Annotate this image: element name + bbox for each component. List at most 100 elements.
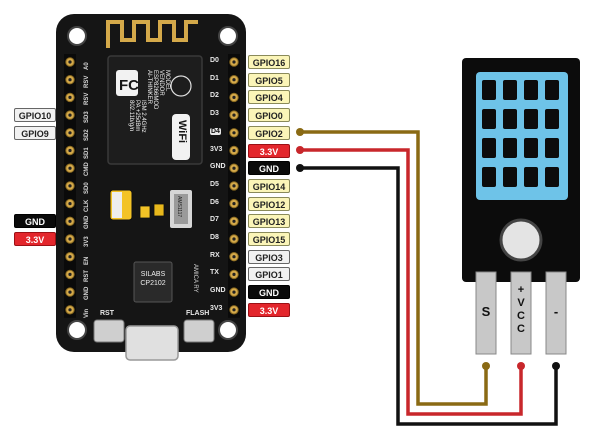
sensor-window bbox=[476, 72, 568, 200]
ground-wire-end bbox=[552, 362, 560, 370]
gpio-tag: GPIO16 bbox=[248, 55, 290, 69]
flash-button[interactable] bbox=[183, 319, 215, 343]
gpio-tag: GPIO5 bbox=[248, 72, 290, 87]
left-pin-label: CLK bbox=[84, 199, 90, 212]
gpio-tag: GPIO12 bbox=[248, 196, 290, 211]
header-pad-hole bbox=[232, 113, 236, 117]
left-pin-label: EN bbox=[84, 256, 90, 265]
sensor-grid-slot bbox=[545, 138, 559, 158]
dht-sensor bbox=[462, 58, 580, 355]
power-wire bbox=[302, 148, 523, 416]
left-pin-header bbox=[64, 54, 76, 318]
sensor-pin-vcc bbox=[510, 271, 532, 355]
header-pad-hole bbox=[68, 255, 72, 259]
usb-chip-line-1: CP2102 bbox=[140, 280, 166, 287]
sensor-grid-slot bbox=[482, 80, 496, 100]
module-line-4: ISM 2.4GHz bbox=[140, 100, 146, 133]
left-pin-label: A0 bbox=[84, 62, 90, 70]
module-line-1: VENDOR bbox=[158, 70, 164, 96]
left-pin-label: SD3 bbox=[84, 111, 90, 124]
left-pin-label: RSV bbox=[84, 75, 90, 88]
sensor-grid bbox=[482, 80, 559, 187]
right-pin-label: GND bbox=[210, 163, 226, 171]
usb-chip-line-0: SILABS bbox=[140, 271, 166, 278]
header-pad-hole bbox=[68, 202, 72, 206]
sensor-grid-slot bbox=[545, 167, 559, 187]
header-pad-hole bbox=[232, 184, 236, 188]
header-pad-hole bbox=[232, 219, 236, 223]
left-pin-label: Vin bbox=[84, 308, 90, 318]
header-pad-hole bbox=[68, 237, 72, 241]
gpio-tag: 3.3V bbox=[248, 143, 290, 158]
reset-button[interactable] bbox=[93, 319, 125, 343]
header-pad-hole bbox=[232, 95, 236, 99]
header-pad-hole bbox=[232, 131, 236, 135]
fc-logo-box bbox=[116, 70, 138, 96]
header-pad-hole bbox=[68, 113, 72, 117]
fc-circle bbox=[170, 75, 192, 97]
left-gpio-tag: GND bbox=[14, 214, 56, 229]
mount-hole-br bbox=[218, 320, 238, 340]
sensor-pin-s bbox=[475, 271, 497, 355]
power-wire-end bbox=[517, 362, 525, 370]
ground-wire-start bbox=[296, 164, 304, 172]
right-pin-label: D2 bbox=[210, 92, 219, 100]
header-pad-hole bbox=[232, 78, 236, 82]
sensor-grid-slot bbox=[503, 138, 517, 158]
header-pad-hole bbox=[232, 255, 236, 259]
module-line-0: MODEL bbox=[164, 70, 170, 92]
sensor-pin-label-vcc: + V C C bbox=[517, 284, 525, 335]
sensor-mount-hole bbox=[499, 218, 543, 262]
left-pin-label: SD2 bbox=[84, 129, 90, 141]
wifi-badge-text: WiFi bbox=[176, 120, 188, 144]
sensor-grid-slot bbox=[545, 109, 559, 129]
gpio-tag: GPIO1 bbox=[248, 267, 290, 282]
right-pin-label: D1 bbox=[210, 74, 219, 82]
gpio-tag: GPIO2 bbox=[248, 125, 290, 140]
header-pad-hole bbox=[68, 219, 72, 223]
header-pad-hole bbox=[232, 237, 236, 241]
gpio-tag: GPIO15 bbox=[248, 232, 290, 246]
left-pin-label: GND bbox=[84, 215, 90, 230]
left-pin-label: RSV bbox=[84, 93, 90, 106]
flash-button-label: FLASH bbox=[186, 310, 210, 317]
sensor-pin-label-s: S bbox=[481, 304, 491, 319]
left-gpio-tag: GPIO9 bbox=[14, 125, 56, 140]
right-pin-label: 3V3 bbox=[210, 145, 223, 153]
right-pin-label: D7 bbox=[210, 216, 219, 224]
sensor-grid-slot bbox=[524, 109, 538, 129]
header-pad-hole bbox=[68, 95, 72, 99]
ground-wire bbox=[302, 166, 558, 426]
right-pin-label: D6 bbox=[210, 198, 219, 206]
left-pin-label: GND bbox=[84, 286, 90, 301]
header-pad-hole bbox=[68, 148, 72, 153]
header-pad-hole bbox=[68, 272, 72, 276]
header-pad-hole bbox=[232, 60, 236, 64]
sensor-grid-slot bbox=[503, 80, 517, 100]
header-pad-hole bbox=[232, 290, 236, 294]
right-pin-header bbox=[228, 54, 240, 318]
module-line-5: PA +25dBm bbox=[134, 100, 140, 132]
sensor-grid-slot bbox=[482, 167, 496, 187]
right-pin-label: GND bbox=[210, 287, 226, 295]
chip-side-text: AMICA RY bbox=[192, 264, 198, 293]
sensor-grid-slot bbox=[503, 167, 517, 187]
signal-wire bbox=[302, 130, 488, 406]
left-pin-label: CMD bbox=[84, 162, 90, 177]
right-pin-label: D3 bbox=[210, 110, 219, 118]
signal-wire-start bbox=[296, 128, 304, 136]
micro-usb-port bbox=[125, 325, 179, 361]
header-pad-hole bbox=[68, 78, 72, 82]
nodemcu-board: FC bbox=[56, 14, 246, 361]
right-pin-label: D0 bbox=[210, 57, 219, 64]
left-pin-label: SD0 bbox=[84, 182, 90, 194]
header-pad-hole bbox=[232, 202, 236, 206]
mount-hole-bl bbox=[67, 320, 87, 340]
sensor-pin-label-gnd: - bbox=[553, 304, 559, 319]
regulator-label: AMS1117 bbox=[176, 196, 182, 218]
right-pin-label: 3V3 bbox=[210, 304, 223, 312]
left-gpio-tag: 3.3V bbox=[14, 232, 56, 246]
gpio-tag: GPIO4 bbox=[248, 90, 290, 105]
gpio-tag: GPIO13 bbox=[248, 214, 290, 229]
fc-logo: FC bbox=[119, 77, 139, 94]
